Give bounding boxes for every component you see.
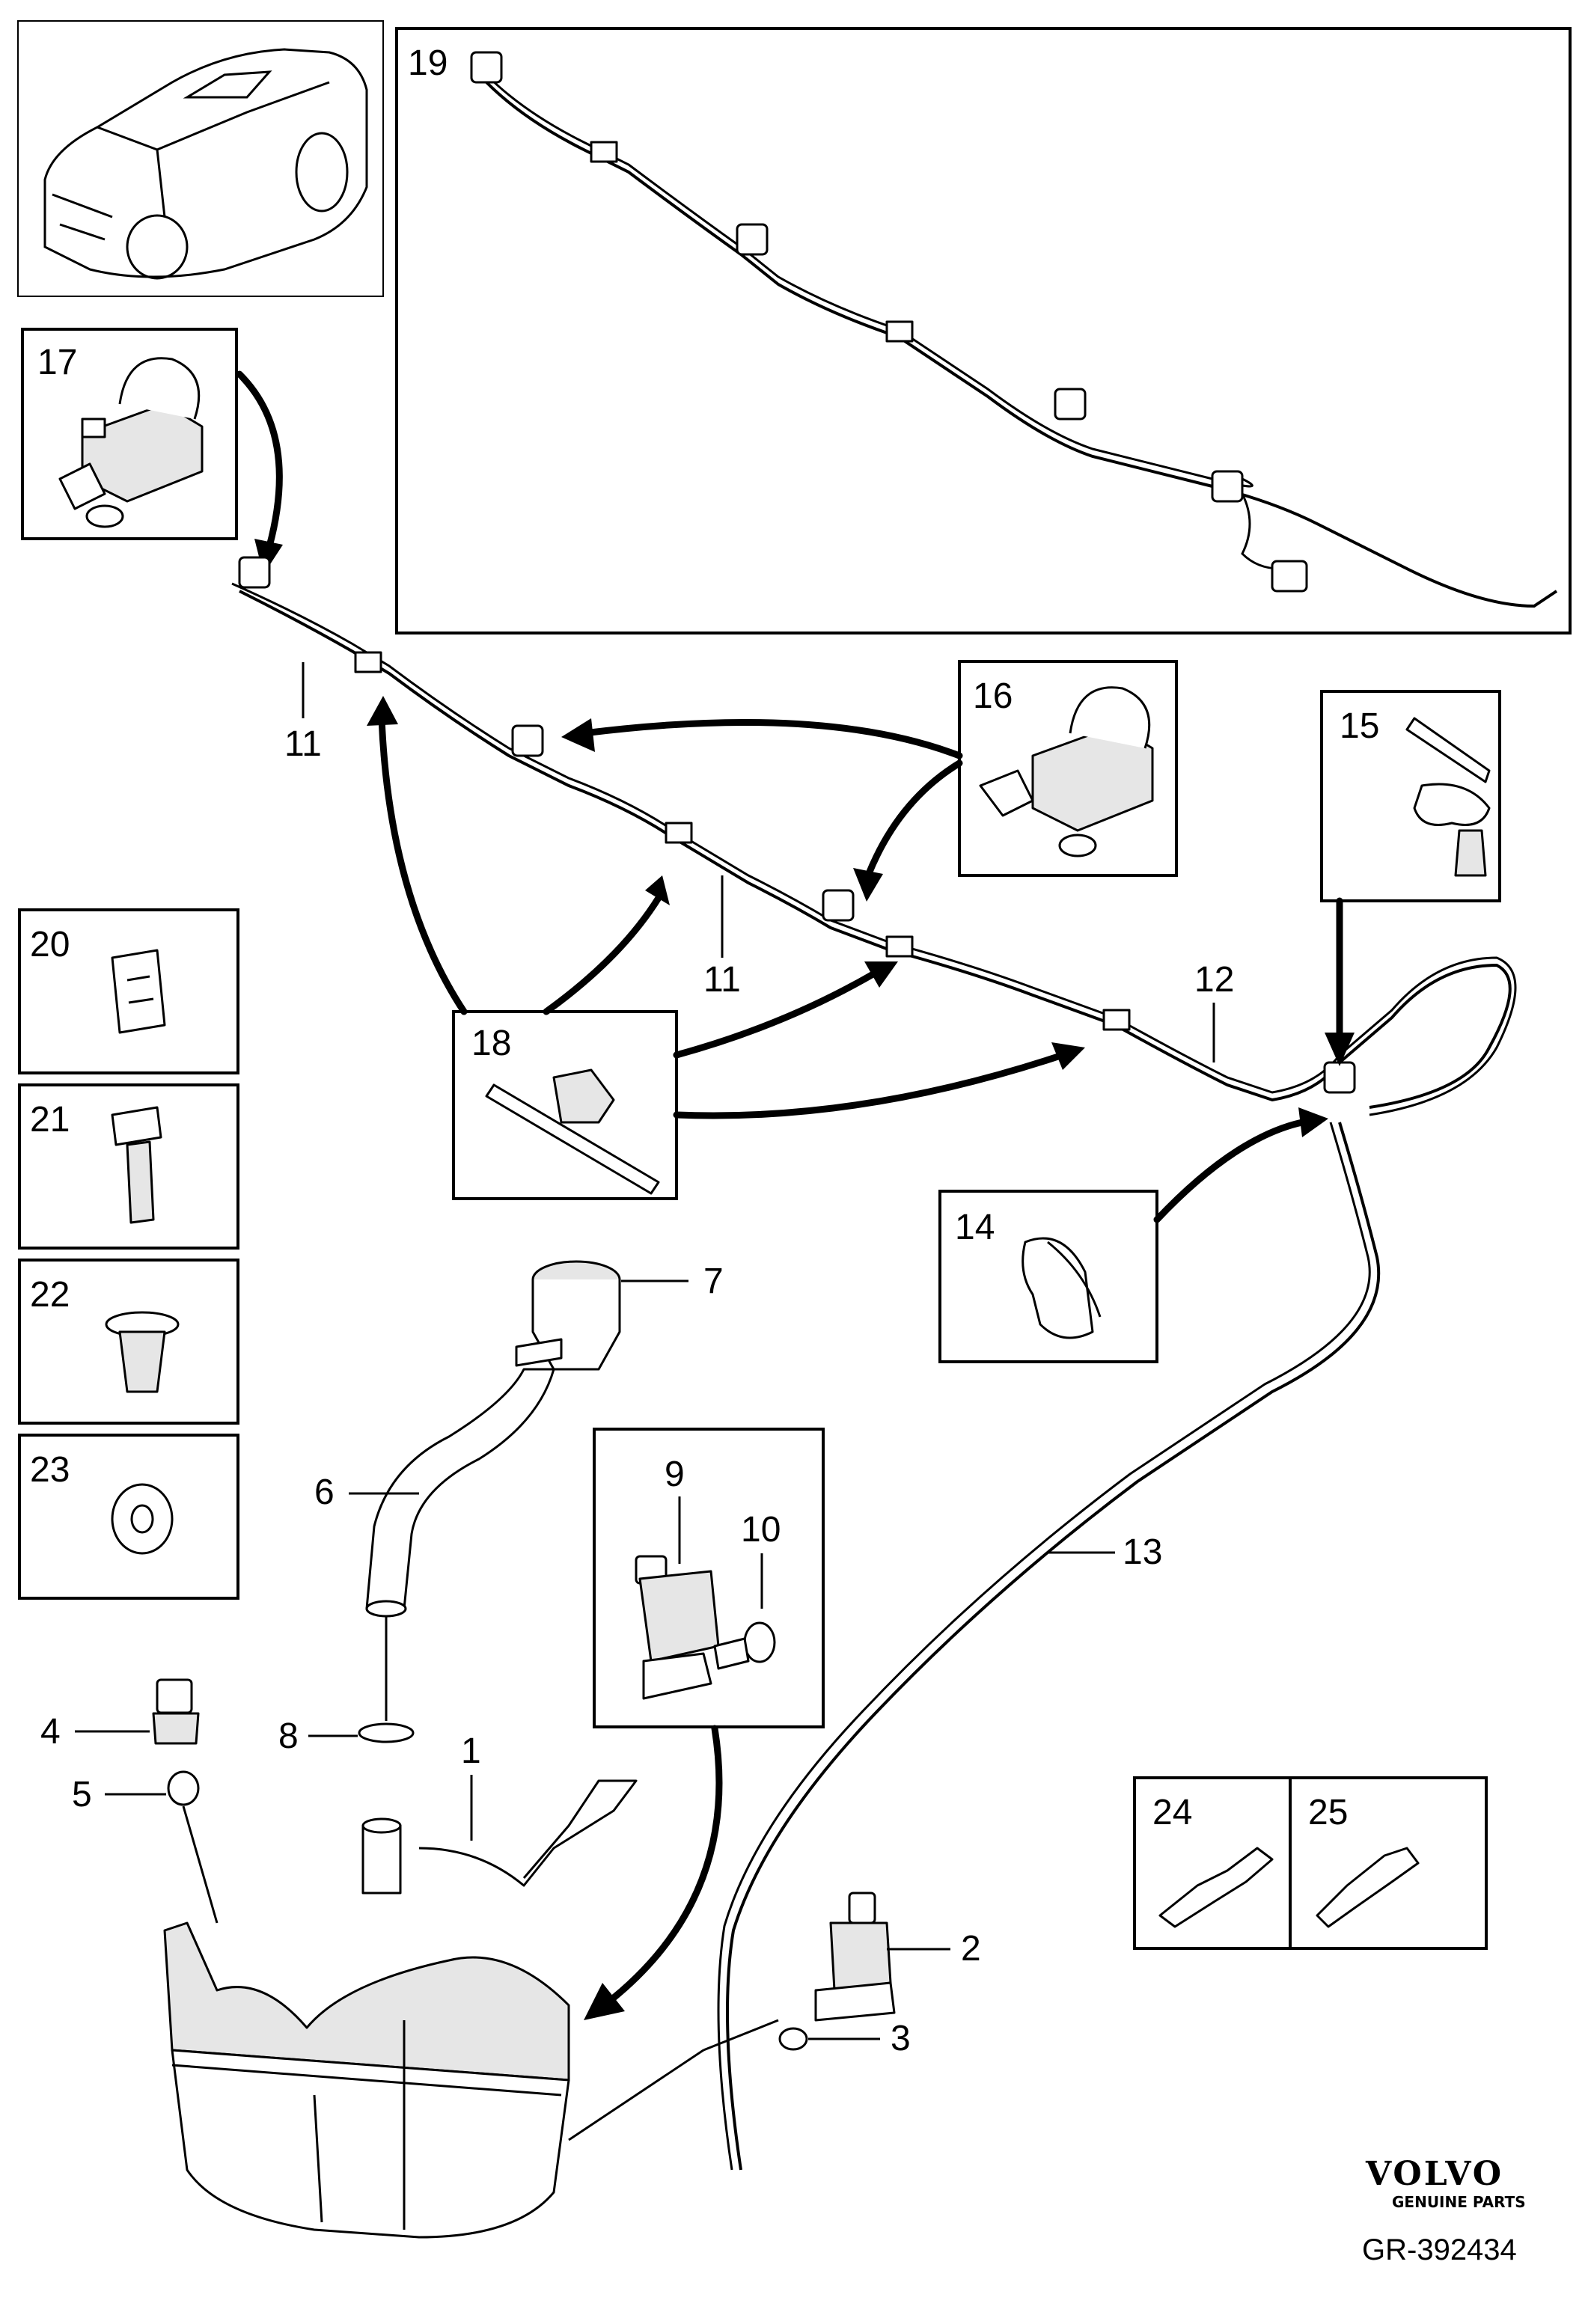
brand-logo: VOLVO GENUINE PARTS <box>1365 2155 1526 2211</box>
label-6: 6 <box>314 1473 335 1512</box>
label-13: 13 <box>1123 1532 1162 1572</box>
hose-assembly <box>231 556 1517 2171</box>
label-5: 5 <box>72 1775 92 1814</box>
detail-box-15: 15 <box>1320 690 1501 902</box>
label-9: 9 <box>665 1455 685 1494</box>
detail-box-9-10: 9 10 <box>593 1428 825 1728</box>
detail-box-14: 14 <box>938 1190 1158 1363</box>
level-sensor <box>152 1678 200 1806</box>
label-8: 8 <box>278 1716 299 1756</box>
label-11a: 11 <box>284 724 322 764</box>
label-12: 12 <box>1194 960 1234 1000</box>
label-21: 21 <box>30 1100 70 1140</box>
label-25: 25 <box>1308 1793 1348 1832</box>
washer-reservoir <box>163 1779 638 2239</box>
label-11b: 11 <box>703 960 741 1000</box>
brand-name: VOLVO <box>1365 2155 1503 2193</box>
vehicle-thumbnail <box>17 20 384 297</box>
detail-box-24-25: 24 25 <box>1133 1776 1488 1950</box>
label-20: 20 <box>30 925 70 964</box>
label-14: 14 <box>955 1208 995 1247</box>
filler-neck <box>358 1260 621 1743</box>
label-7: 7 <box>703 1262 724 1301</box>
label-19: 19 <box>408 43 448 83</box>
detail-box-16: 16 <box>958 660 1178 877</box>
label-10: 10 <box>741 1510 781 1550</box>
label-4: 4 <box>40 1712 61 1752</box>
diagram-reference: GR-392434 <box>1362 2233 1517 2266</box>
label-3: 3 <box>891 2019 911 2058</box>
label-22: 22 <box>30 1275 70 1315</box>
label-18: 18 <box>471 1024 511 1063</box>
detail-box-23: 23 <box>18 1434 239 1600</box>
label-1: 1 <box>461 1731 481 1771</box>
label-15: 15 <box>1340 706 1379 746</box>
label-16: 16 <box>973 676 1013 716</box>
washer-pump <box>778 1892 896 2051</box>
detail-box-19: 19 <box>395 27 1572 634</box>
detail-box-18: 18 <box>452 1010 678 1200</box>
detail-box-22: 22 <box>18 1259 239 1425</box>
label-23: 23 <box>30 1450 70 1490</box>
detail-box-21: 21 <box>18 1083 239 1250</box>
brand-sub: GENUINE PARTS <box>1392 2193 1526 2211</box>
detail-box-17: 17 <box>21 328 238 540</box>
label-24: 24 <box>1152 1793 1192 1832</box>
detail-box-20: 20 <box>18 908 239 1074</box>
label-17: 17 <box>37 343 77 382</box>
label-2: 2 <box>961 1929 981 1969</box>
